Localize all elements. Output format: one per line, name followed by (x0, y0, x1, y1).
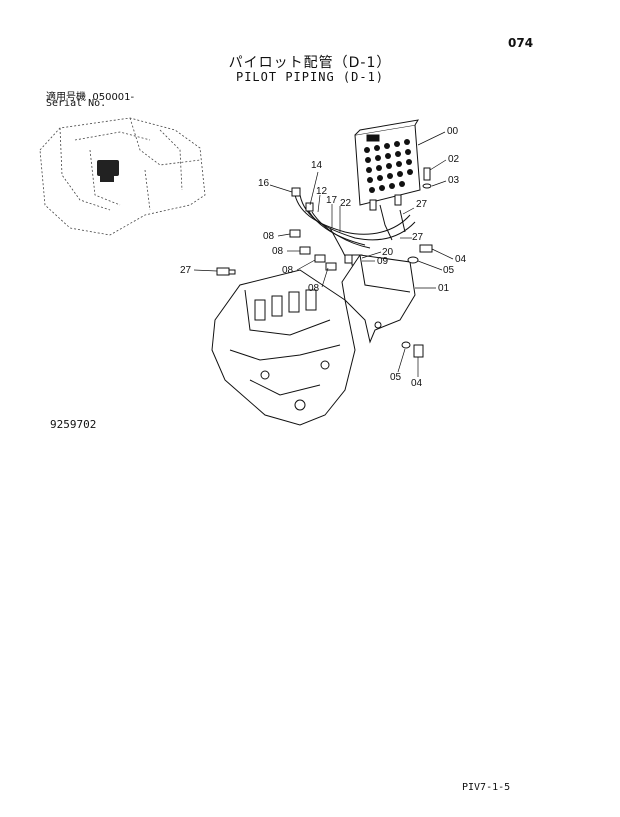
callout-08-b: 08 (272, 246, 284, 257)
callout-08-a: 08 (263, 231, 275, 242)
washer-03 (422, 183, 432, 189)
bracket-01 (341, 254, 416, 344)
machine-overview-illustration (39, 117, 206, 236)
bolt-04-lower (413, 344, 424, 358)
page-number: 074 (508, 36, 534, 50)
serial-label-en: Serial No. (46, 98, 107, 109)
highlighted-valve-thumbnail (97, 160, 119, 182)
callout-01: 01 (438, 283, 450, 294)
adapters-08 (289, 229, 337, 271)
washer-05-lower (401, 341, 411, 349)
callout-05-upper: 05 (443, 265, 455, 276)
serial-label-jp: 適用号機 (46, 92, 86, 103)
callout-02: 02 (448, 154, 460, 165)
elbow-27 (216, 267, 236, 276)
serial-value: 050001- (92, 92, 135, 103)
callout-09: 09 (377, 256, 389, 267)
control-valve (211, 269, 356, 426)
bolt-04-upper (419, 244, 433, 253)
callout-27-left: 27 (180, 265, 192, 276)
callout-16: 16 (258, 178, 270, 189)
callout-27-upper: 27 (416, 199, 428, 210)
callout-27-middle: 27 (412, 232, 424, 243)
page-title-jp: パイロット配管（D-1） (228, 55, 392, 71)
callout-04-upper: 04 (455, 254, 467, 265)
callout-03: 03 (448, 175, 460, 186)
page-code: PIV7-1-5 (462, 782, 511, 793)
pilot-hoses (294, 194, 416, 263)
callout-00: 00 (447, 126, 459, 137)
callout-04-lower: 04 (411, 378, 423, 389)
callout-08-c: 08 (282, 265, 294, 276)
serial-block-jp: 適用号機 050001- (46, 88, 134, 103)
callout-20: 20 (382, 247, 394, 258)
callout-12: 12 (316, 186, 328, 197)
drawing-number: 9259702 (50, 418, 97, 431)
callout-22: 22 (340, 198, 352, 209)
leader-lines (193, 131, 454, 377)
page-title-en: PILOT PIPING (D-1) (235, 70, 385, 84)
pilot-valve-00 (354, 119, 421, 211)
bolt-02 (423, 167, 431, 181)
callout-17: 17 (326, 195, 338, 206)
callout-05-lower: 05 (390, 372, 402, 383)
washer-05-upper (407, 256, 419, 264)
callout-08-d: 08 (308, 283, 320, 294)
callout-14: 14 (311, 160, 323, 171)
